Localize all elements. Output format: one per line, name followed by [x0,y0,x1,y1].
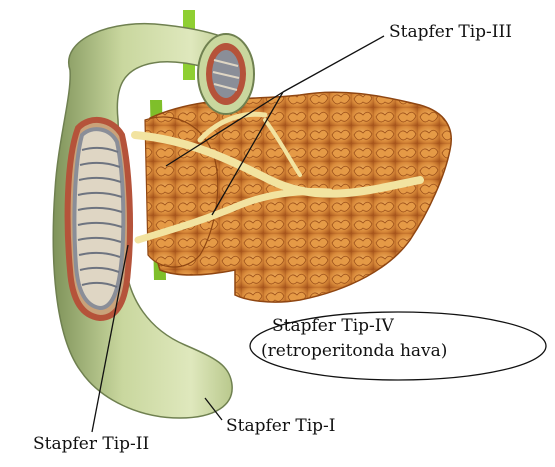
label-type-iv: Stapfer Tip-IV [272,316,394,336]
label-type-i: Stapfer Tip-I [226,416,336,436]
mucosa-inner [74,129,123,308]
label-type-ii: Stapfer Tip-II [33,434,149,454]
label-type-iv-note: (retroperitonda hava) [261,341,447,361]
label-type-iii: Stapfer Tip-III [389,22,512,42]
